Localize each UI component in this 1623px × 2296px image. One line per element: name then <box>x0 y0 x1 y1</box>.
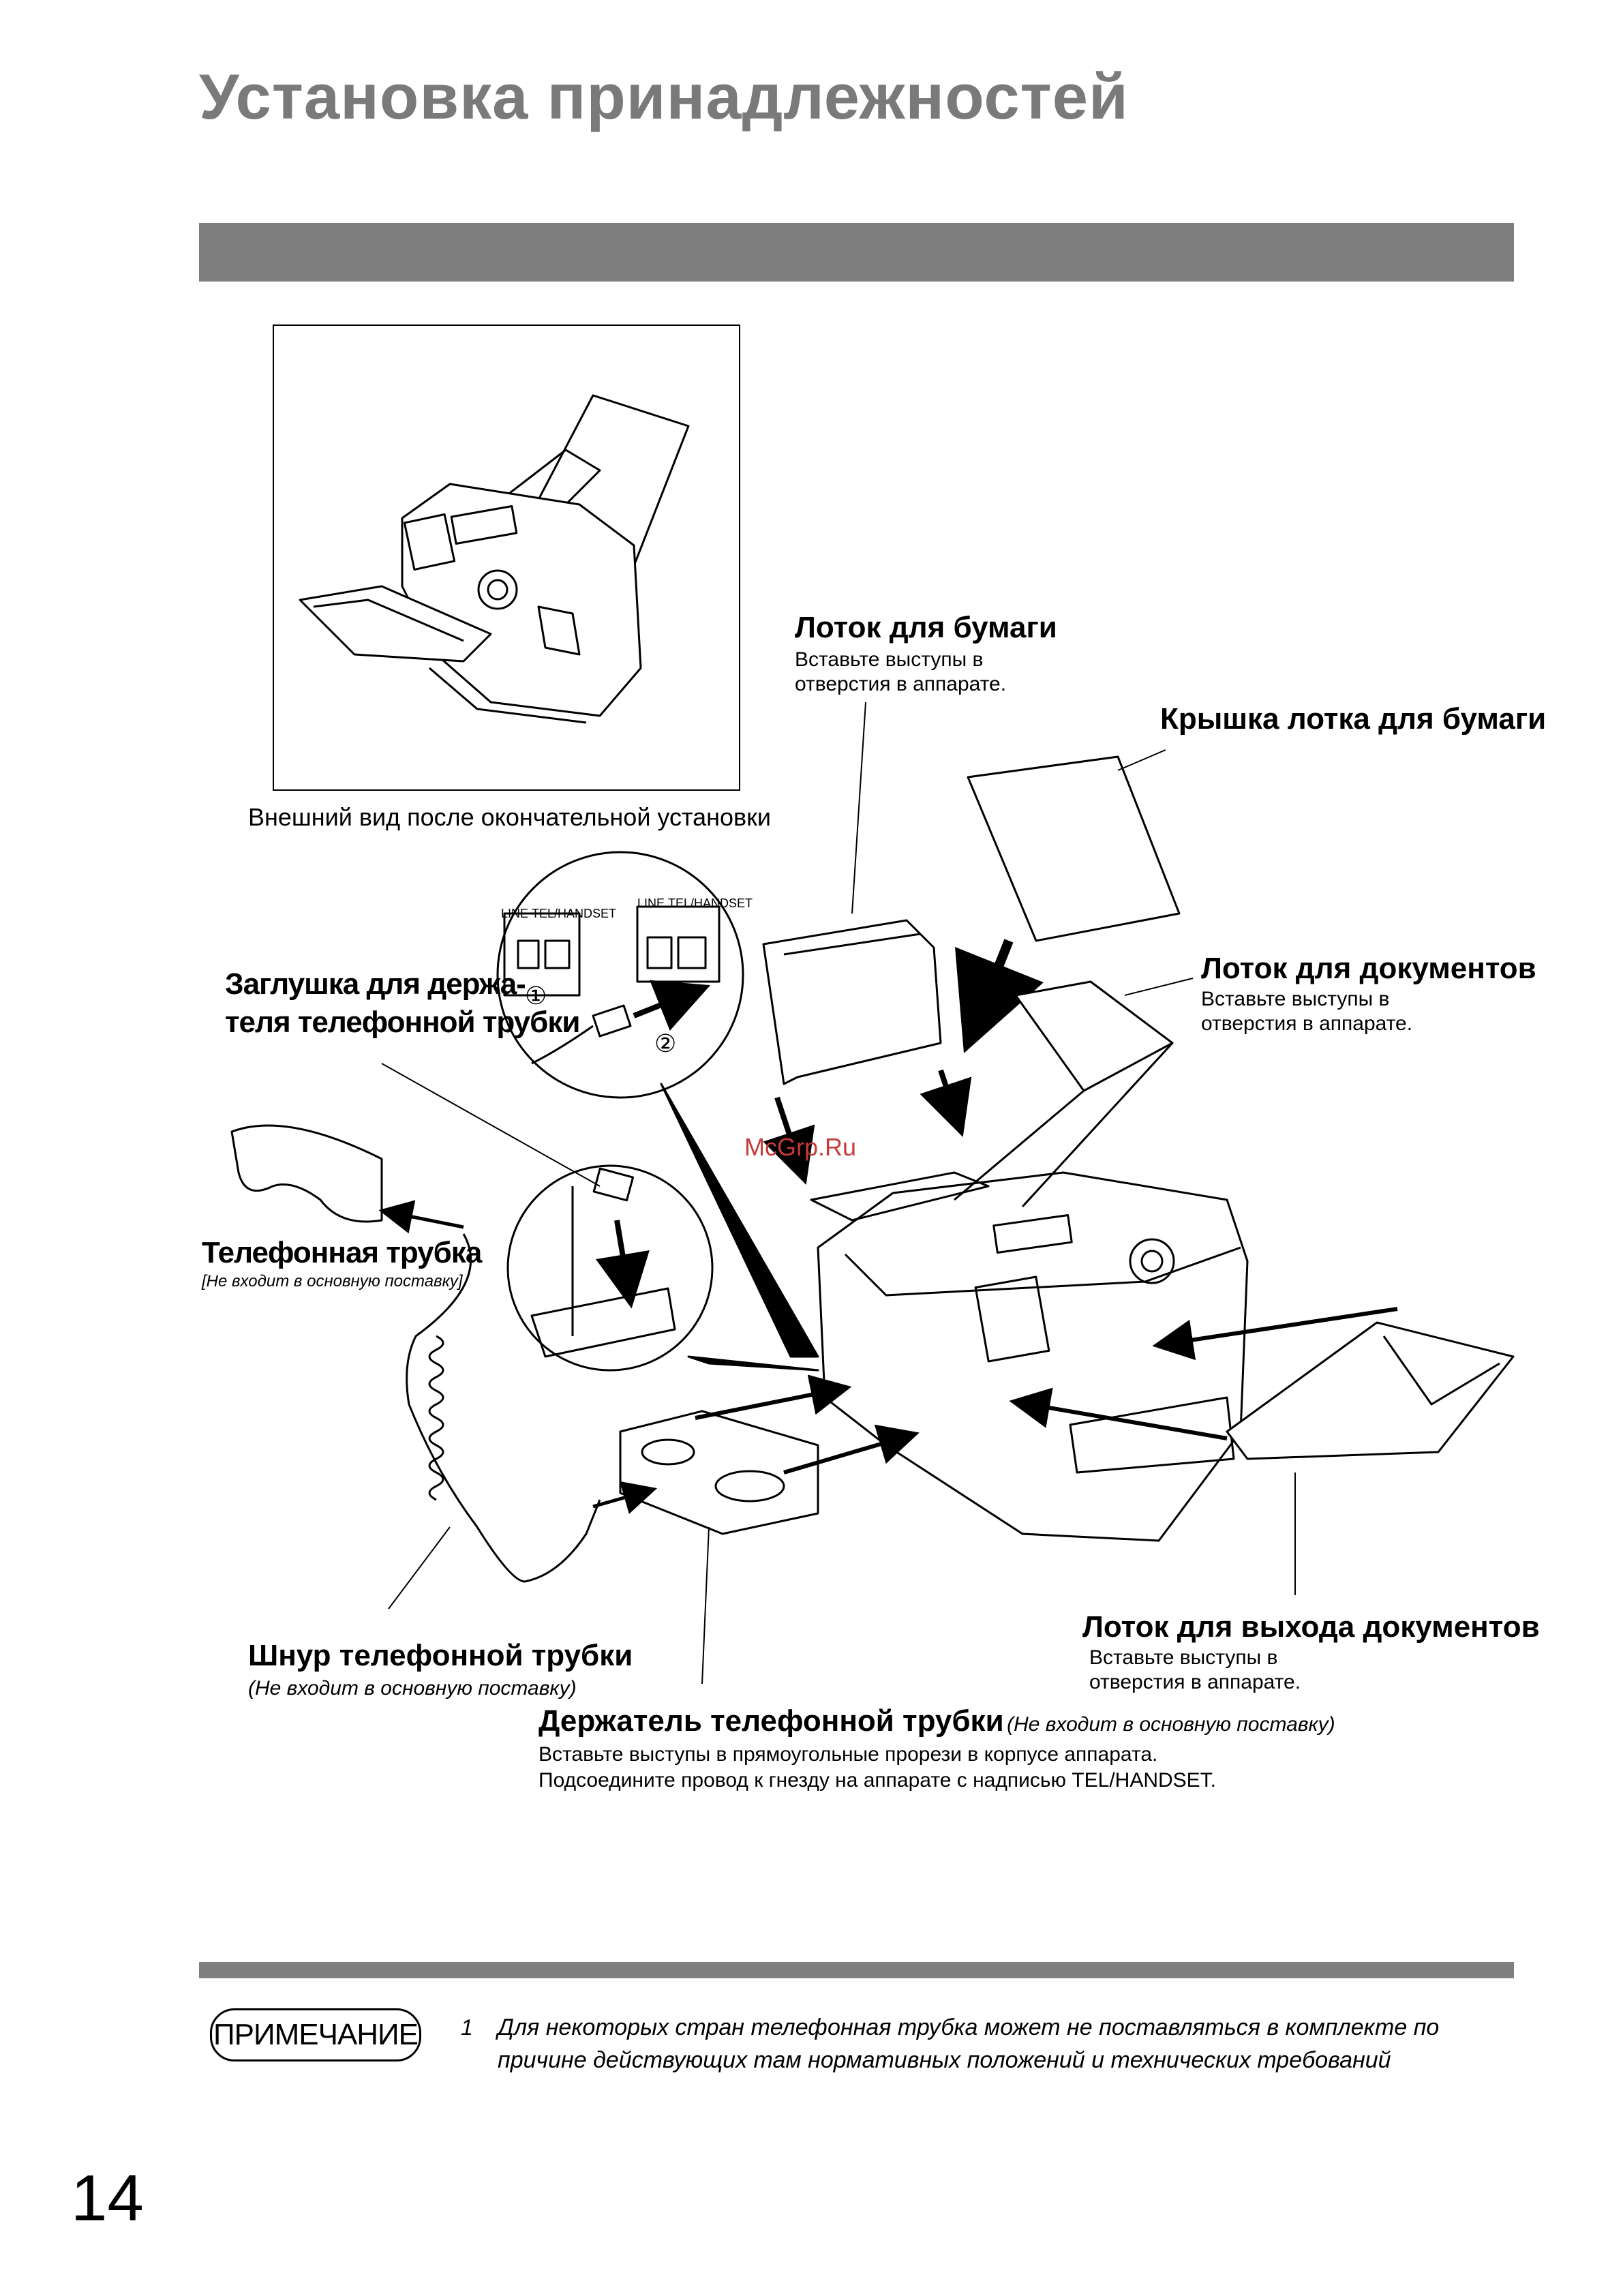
jack-detail-circle <box>496 851 744 1099</box>
jack-label-line-b: LINE <box>637 896 665 910</box>
document-tray-title: Лоток для документов <box>1201 952 1536 985</box>
handset-cord-title: Шнур телефонной трубки <box>248 1639 633 1672</box>
document-exit-tray-line-1: Вставьте выступы в <box>1089 1646 1278 1669</box>
handset-note: [Не входит в основную поставку] <box>202 1272 463 1290</box>
handset-holder-heading: Держатель телефонной трубки (Не входит в… <box>539 1704 1335 1738</box>
document-tray-drawing <box>954 980 1174 1208</box>
handset-holder-title: Держатель телефонной трубки <box>539 1704 1004 1738</box>
fax-machine-drawing <box>810 1171 1249 1542</box>
paper-tray-line-1: Вставьте выступы в <box>795 648 984 671</box>
leader-lines <box>381 701 1296 1685</box>
document-exit-tray-title: Лоток для выхода документов <box>1082 1610 1540 1644</box>
document-exit-tray-drawing <box>1009 1307 1515 1460</box>
handset-holder-note: (Не входит в основную поставку) <box>1007 1713 1335 1736</box>
holder-plug-title-line-2: теля телефонной трубки <box>225 1006 580 1039</box>
holder-plug-detail-circle <box>506 1164 714 1372</box>
paper-tray-title: Лоток для бумаги <box>795 611 1057 644</box>
jack-label-line-a: LINE <box>501 907 529 920</box>
footer-bar <box>199 1962 1514 1978</box>
note-badge: ПРИМЕЧАНИЕ <box>210 2008 421 2061</box>
document-tray-line-2: отверстия в аппарате. <box>1201 1012 1413 1035</box>
document-exit-tray-line-2: отверстия в аппарате. <box>1089 1671 1301 1693</box>
handset-cord-drawing <box>406 1233 658 1583</box>
holder-plug-title-line-1: Заглушка для держа- <box>225 967 526 1001</box>
assembled-fax-drawing <box>299 394 690 724</box>
handset-holder-line-2: Подсоедините провод к гнезду на аппарате… <box>539 1769 1217 1792</box>
handset-cord-note: (Не входит в основную поставку) <box>248 1677 577 1700</box>
paper-tray-cover-drawing <box>955 755 1181 1053</box>
inset-caption: Внешний вид после окончательной установк… <box>248 803 772 831</box>
jack-label-tel-b: TEL/HANDSET <box>668 896 753 910</box>
page-title: Установка принадлежностей <box>199 61 1129 132</box>
paper-tray-cover-title: Крышка лотка для бумаги <box>1160 702 1547 736</box>
jack-label-tel-a: TEL/HANDSET <box>532 907 617 920</box>
watermark: McGrp.Ru <box>744 1133 857 1161</box>
handset-drawing <box>230 1124 464 1234</box>
page-number: 14 <box>71 2162 144 2235</box>
note-text: Для некоторых стран телефонная трубка мо… <box>498 2014 1440 2073</box>
step-2-marker: ② <box>654 1029 677 1057</box>
document-tray-line-1: Вставьте выступы в <box>1201 988 1390 1010</box>
paper-tray-drawing <box>762 919 972 1185</box>
handset-holder-line-1: Вставьте выступы в прямоугольные прорези… <box>539 1743 1158 1766</box>
step-1-marker: ① <box>525 982 547 1010</box>
handset-title: Телефонная трубка <box>202 1236 482 1269</box>
paper-tray-line-2: отверстия в аппарате. <box>795 673 1007 695</box>
header-bar <box>199 223 1514 282</box>
note-number: 1 <box>461 2015 473 2040</box>
